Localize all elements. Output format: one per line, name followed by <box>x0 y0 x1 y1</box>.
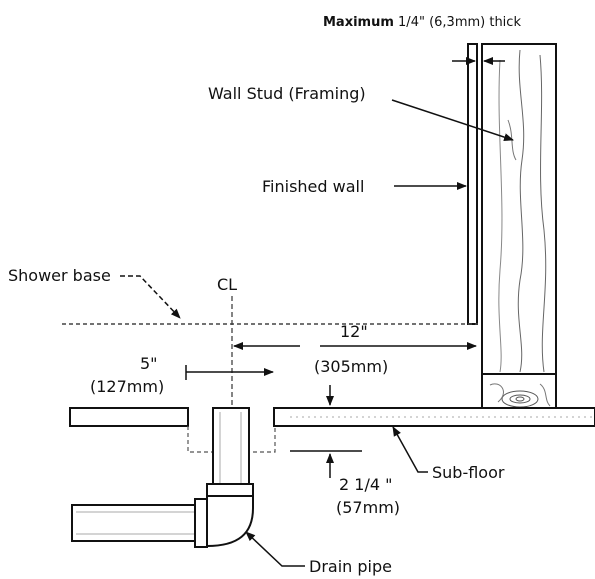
dimension-2-25in <box>290 385 362 478</box>
centerline-label: CL <box>217 275 237 294</box>
finished-wall-label: Finished wall <box>262 177 364 196</box>
wall-stud <box>481 43 557 414</box>
shower-base-label: Shower base <box>8 266 111 285</box>
dimension-2-25in-mm: (57mm) <box>336 498 400 517</box>
floor-opening-outline <box>187 426 276 453</box>
sub-floor-label: Sub-floor <box>432 463 505 482</box>
drain-pipe <box>71 407 254 548</box>
dimension-5in <box>185 365 274 380</box>
max-thickness-bold: Maximum <box>323 15 394 30</box>
wall-stud-label: Wall Stud (Framing) <box>208 84 366 103</box>
sub-floor <box>69 407 595 427</box>
shower-base-leader <box>120 275 181 319</box>
max-thickness-label: Maximum 1/4" (6,3mm) thick <box>323 15 521 30</box>
max-thickness-text: 1/4" (6,3mm) thick <box>394 15 522 30</box>
sub-floor-leader <box>392 426 428 473</box>
drain-pipe-leader <box>245 531 305 567</box>
dimension-12in-label: 12" <box>340 322 368 341</box>
wall-stud-leader <box>391 99 514 141</box>
dimension-12in-mm: (305mm) <box>314 357 388 376</box>
dimension-2-25in-label: 2 1/4 " <box>339 475 392 494</box>
drain-pipe-label: Drain pipe <box>309 557 392 576</box>
finished-wall-panel <box>467 43 478 325</box>
dimension-5in-label: 5" <box>140 354 158 373</box>
dimension-5in-mm: (127mm) <box>90 377 164 396</box>
